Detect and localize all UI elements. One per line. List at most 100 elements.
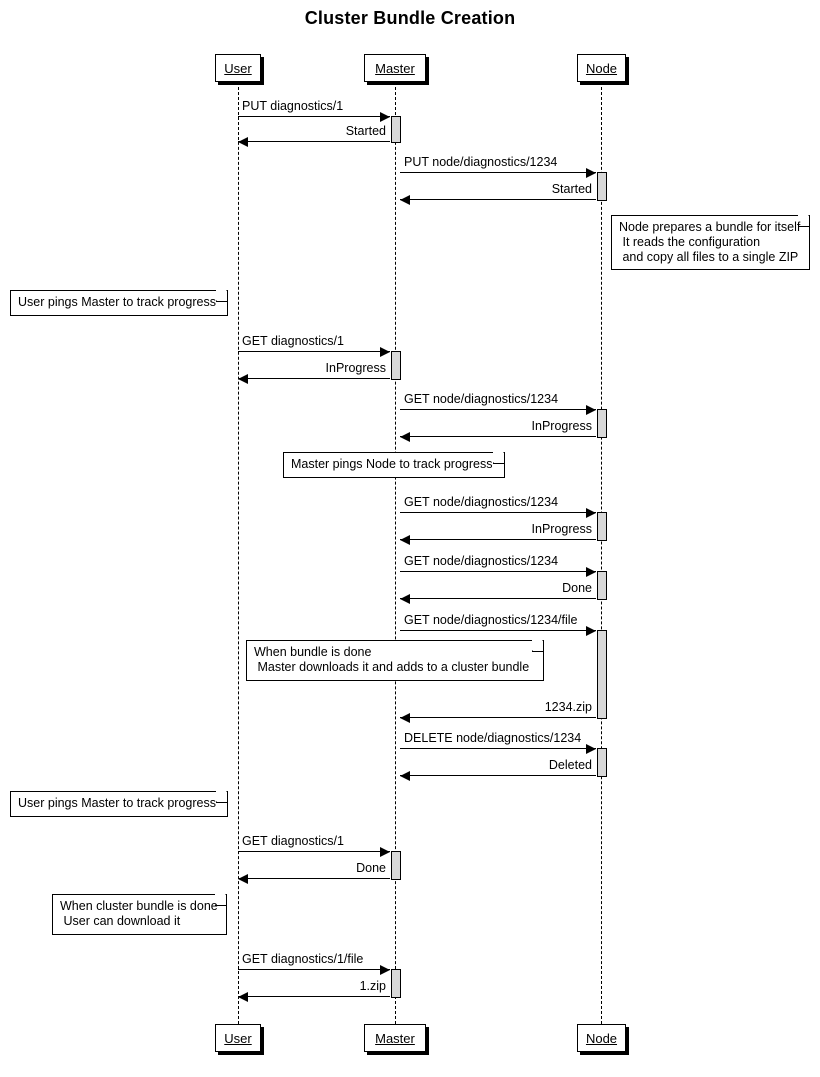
message-label-m2: Started bbox=[345, 124, 386, 138]
note-text: When cluster bundle is done User can dow… bbox=[60, 899, 218, 928]
note-n4: When bundle is done Master downloads it … bbox=[246, 640, 544, 681]
message-label-m19: GET diagnostics/1/file bbox=[242, 952, 364, 966]
arrow-head-m7 bbox=[586, 405, 596, 415]
message-line-m16 bbox=[400, 775, 596, 776]
lifeline-user bbox=[238, 82, 239, 1024]
activation-bar-master bbox=[391, 969, 401, 998]
note-n6: When cluster bundle is done User can dow… bbox=[52, 894, 227, 935]
message-label-m10: InProgress bbox=[531, 522, 592, 536]
note-n3: Master pings Node to track progress bbox=[283, 452, 505, 478]
note-text: User pings Master to track progress bbox=[18, 295, 216, 309]
participant-footer-master[interactable]: Master bbox=[364, 1024, 426, 1052]
note-fold-corner-icon bbox=[216, 791, 227, 803]
participant-label-node: Node bbox=[585, 60, 618, 76]
participant-label-node: Node bbox=[585, 1030, 618, 1046]
arrow-head-m1 bbox=[380, 112, 390, 122]
message-line-m19 bbox=[238, 969, 390, 970]
message-line-m7 bbox=[400, 409, 596, 410]
participant-label-master: Master bbox=[375, 60, 415, 76]
activation-bar-node bbox=[597, 172, 607, 201]
participant-label-user: User bbox=[224, 60, 252, 76]
message-label-m15: DELETE node/diagnostics/1234 bbox=[404, 731, 582, 745]
note-text: Master pings Node to track progress bbox=[291, 457, 493, 471]
activation-bar-node bbox=[597, 409, 607, 438]
message-label-m12: Done bbox=[562, 581, 592, 595]
arrow-head-m20 bbox=[238, 992, 248, 1002]
activation-bar-node bbox=[597, 748, 607, 777]
message-label-m18: Done bbox=[356, 861, 386, 875]
note-n1: Node prepares a bundle for itself It rea… bbox=[611, 215, 810, 270]
arrow-head-m2 bbox=[238, 137, 248, 147]
arrow-head-m17 bbox=[380, 847, 390, 857]
message-label-m13: GET node/diagnostics/1234/file bbox=[404, 613, 578, 627]
message-label-m14: 1234.zip bbox=[544, 700, 592, 714]
message-label-m17: GET diagnostics/1 bbox=[242, 834, 344, 848]
note-text: When bundle is done Master downloads it … bbox=[254, 645, 530, 674]
message-label-m6: InProgress bbox=[325, 361, 386, 375]
message-label-m5: GET diagnostics/1 bbox=[242, 334, 344, 348]
arrow-head-m6 bbox=[238, 374, 248, 384]
lifeline-master bbox=[395, 82, 396, 1024]
note-fold-corner-icon bbox=[493, 452, 504, 464]
arrow-head-m8 bbox=[400, 432, 410, 442]
arrow-head-m19 bbox=[380, 965, 390, 975]
note-text: User pings Master to track progress bbox=[18, 796, 216, 810]
message-line-m1 bbox=[238, 116, 390, 117]
activation-bar-master bbox=[391, 351, 401, 380]
message-label-m20: 1.zip bbox=[359, 979, 386, 993]
activation-bar-node bbox=[597, 512, 607, 541]
participant-label-user: User bbox=[224, 1030, 252, 1046]
message-line-m18 bbox=[238, 878, 390, 879]
participant-footer-node[interactable]: Node bbox=[577, 1024, 626, 1052]
arrow-head-m9 bbox=[586, 508, 596, 518]
participant-header-user[interactable]: User bbox=[215, 54, 261, 82]
message-line-m3 bbox=[400, 172, 596, 173]
message-line-m5 bbox=[238, 351, 390, 352]
message-line-m10 bbox=[400, 539, 596, 540]
message-line-m17 bbox=[238, 851, 390, 852]
message-line-m15 bbox=[400, 748, 596, 749]
arrow-head-m10 bbox=[400, 535, 410, 545]
note-n5: User pings Master to track progress bbox=[10, 791, 228, 817]
arrow-head-m5 bbox=[380, 347, 390, 357]
message-label-m8: InProgress bbox=[531, 419, 592, 433]
note-text: Node prepares a bundle for itself It rea… bbox=[619, 220, 801, 264]
arrow-head-m4 bbox=[400, 195, 410, 205]
activation-bar-master bbox=[391, 116, 401, 143]
message-label-m1: PUT diagnostics/1 bbox=[242, 99, 344, 113]
message-line-m4 bbox=[400, 199, 596, 200]
message-line-m20 bbox=[238, 996, 390, 997]
activation-bar-node bbox=[597, 571, 607, 600]
note-fold-corner-icon bbox=[532, 640, 543, 652]
message-label-m16: Deleted bbox=[548, 758, 592, 772]
arrow-head-m15 bbox=[586, 744, 596, 754]
lifeline-node bbox=[601, 82, 602, 1024]
message-line-m8 bbox=[400, 436, 596, 437]
message-line-m6 bbox=[238, 378, 390, 379]
arrow-head-m18 bbox=[238, 874, 248, 884]
activation-bar-master bbox=[391, 851, 401, 880]
page-title: Cluster Bundle Creation bbox=[304, 8, 516, 28]
message-label-m9: GET node/diagnostics/1234 bbox=[404, 495, 559, 509]
message-label-m4: Started bbox=[551, 182, 592, 196]
arrow-head-m3 bbox=[586, 168, 596, 178]
participant-header-master[interactable]: Master bbox=[364, 54, 426, 82]
arrow-head-m16 bbox=[400, 771, 410, 781]
message-line-m13 bbox=[400, 630, 596, 631]
message-line-m9 bbox=[400, 512, 596, 513]
arrow-head-m13 bbox=[586, 626, 596, 636]
message-line-m14 bbox=[400, 717, 596, 718]
message-line-m12 bbox=[400, 598, 596, 599]
participant-footer-user[interactable]: User bbox=[215, 1024, 261, 1052]
message-label-m7: GET node/diagnostics/1234 bbox=[404, 392, 559, 406]
message-line-m2 bbox=[238, 141, 390, 142]
message-line-m11 bbox=[400, 571, 596, 572]
note-fold-corner-icon bbox=[798, 215, 809, 227]
participant-label-master: Master bbox=[375, 1030, 415, 1046]
note-fold-corner-icon bbox=[215, 894, 226, 906]
arrow-head-m14 bbox=[400, 713, 410, 723]
participant-header-node[interactable]: Node bbox=[577, 54, 626, 82]
message-label-m3: PUT node/diagnostics/1234 bbox=[404, 155, 558, 169]
note-fold-corner-icon bbox=[216, 290, 227, 302]
